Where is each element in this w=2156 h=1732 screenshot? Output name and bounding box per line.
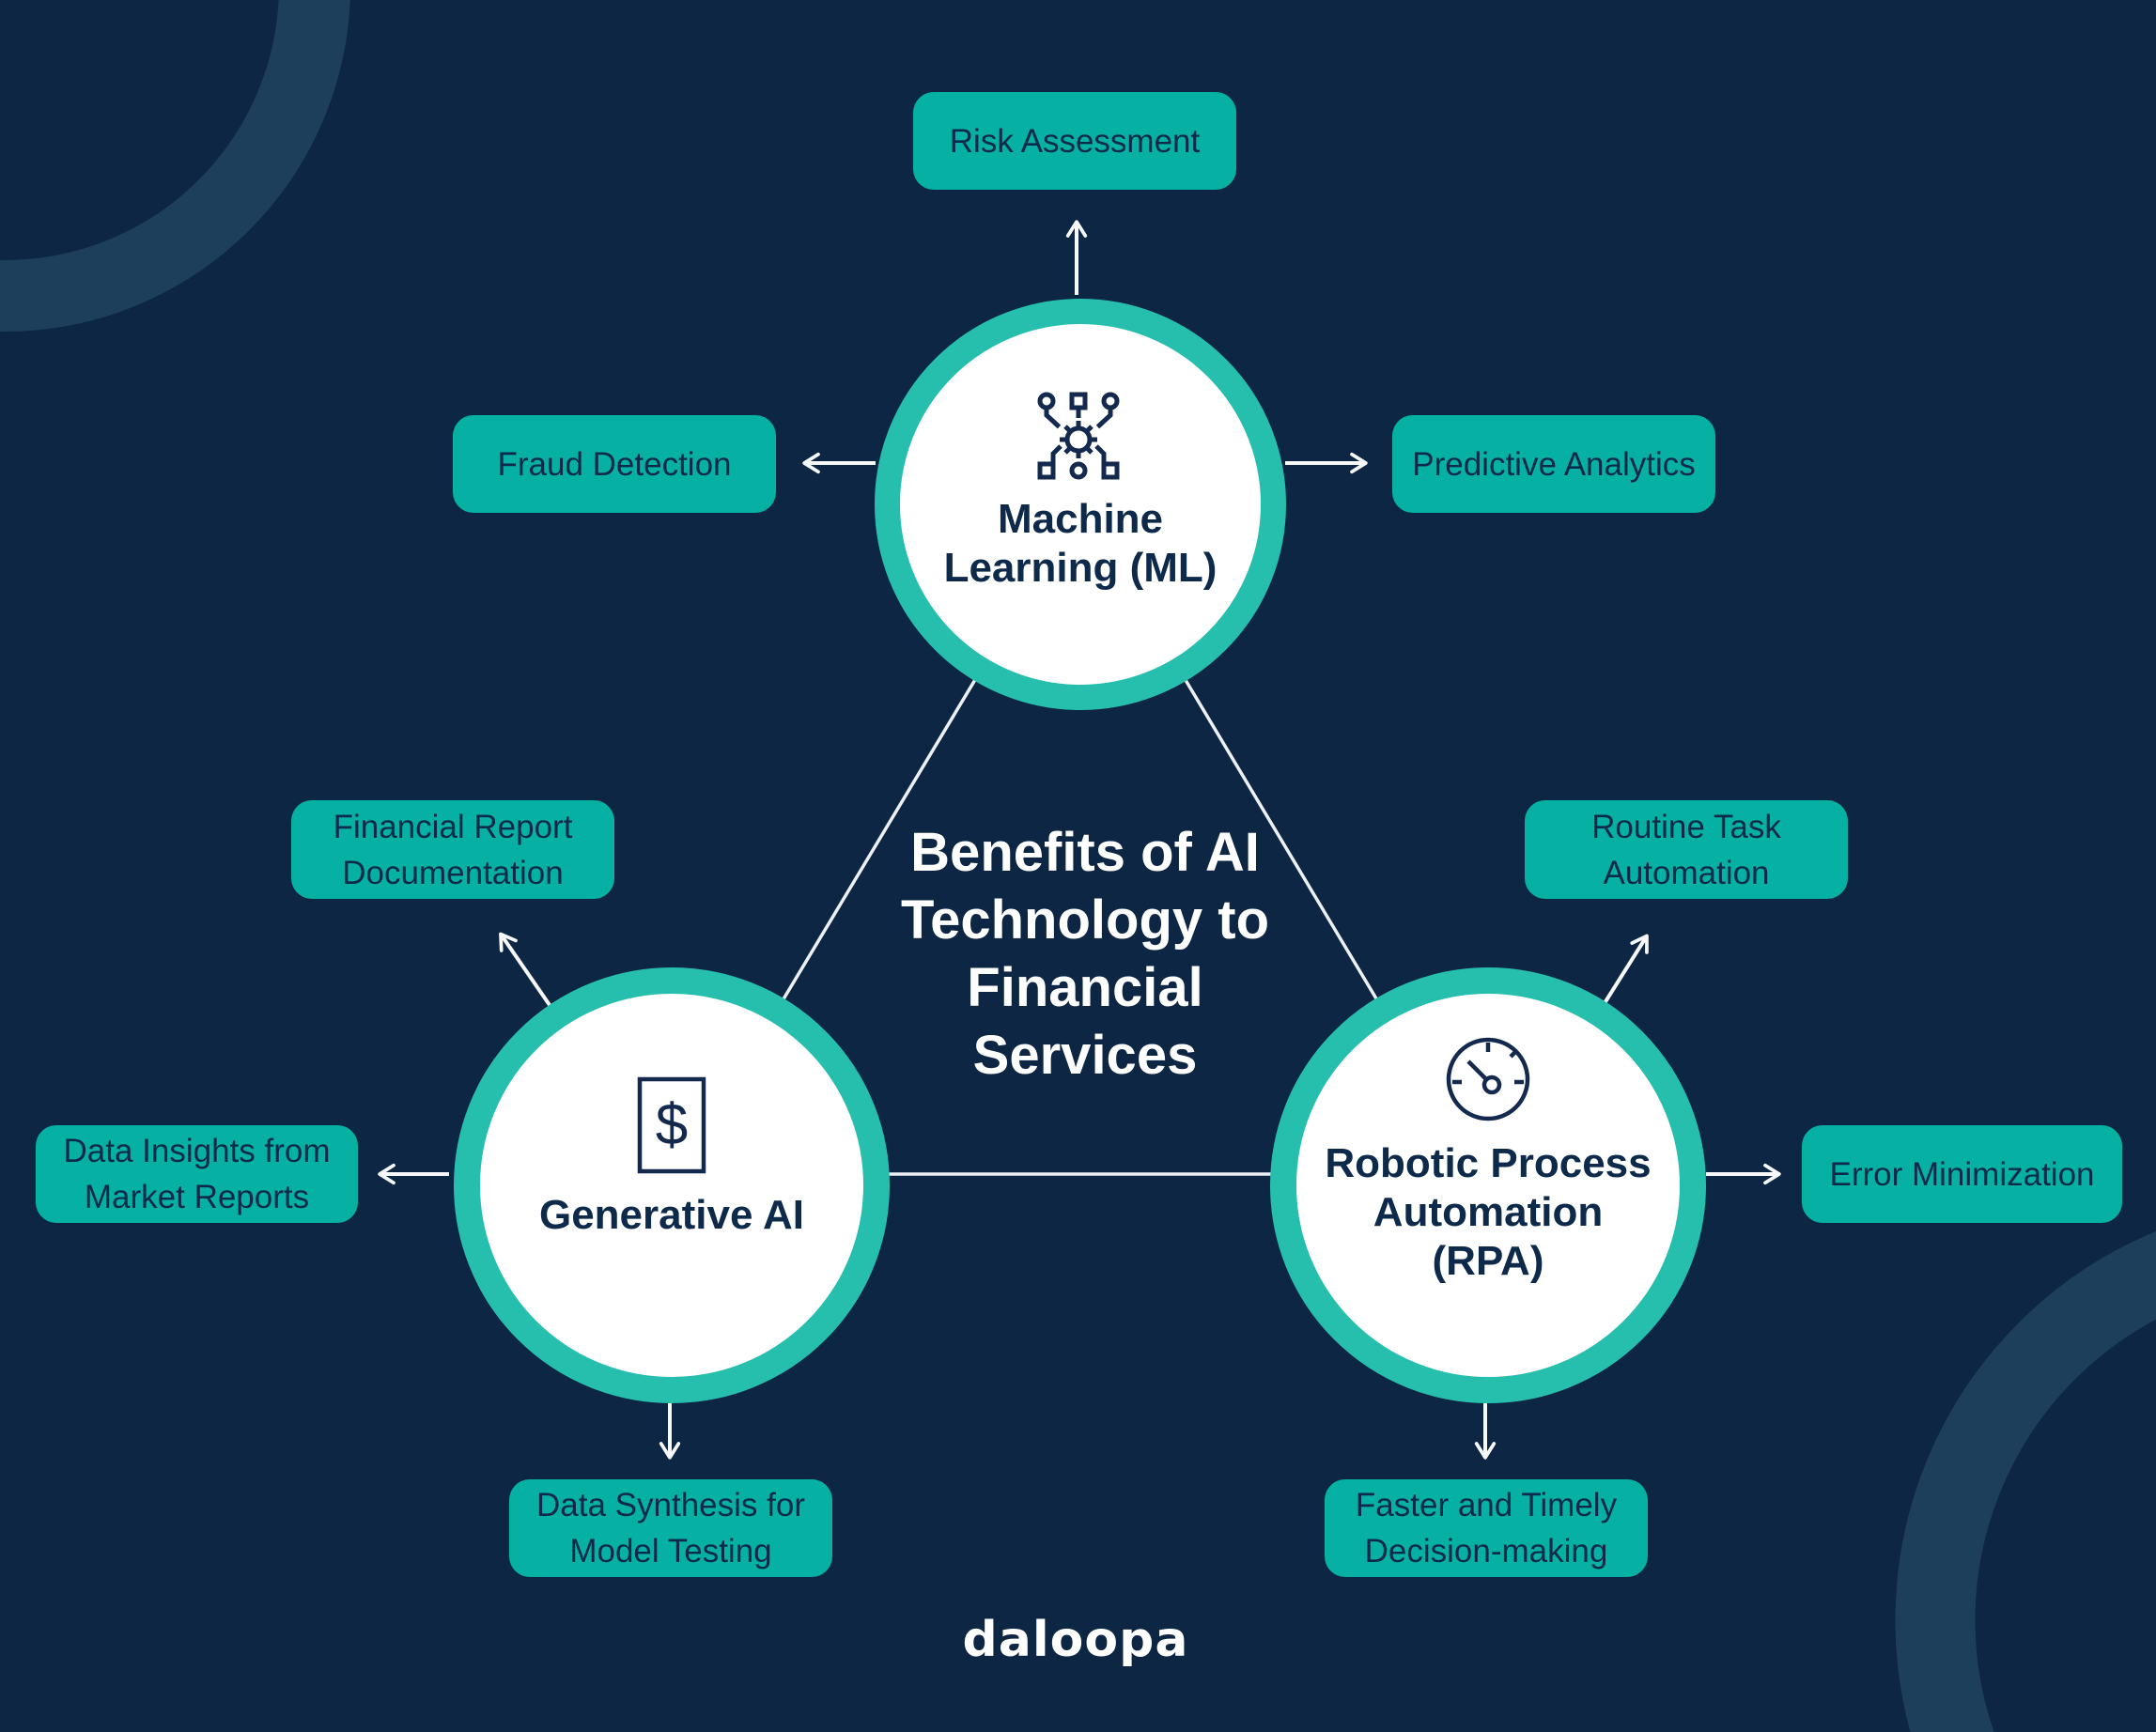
chip-predictive-analytics: Predictive Analytics bbox=[1392, 415, 1715, 513]
dollar-glyph: $ bbox=[656, 1093, 688, 1158]
chip-faster-and-timely-decision-making: Faster and Timely Decision-making bbox=[1325, 1479, 1648, 1577]
arrow-genai-to-financial-report bbox=[499, 932, 551, 1007]
page-title: Benefits of AI Technology to Financial S… bbox=[900, 822, 1269, 1086]
dollar-document-icon: $ bbox=[637, 1076, 706, 1174]
decorative-ring-bottom-right bbox=[1895, 1231, 2156, 1732]
benefit-arrows bbox=[378, 220, 1781, 1460]
chip-risk-assessment: Risk Assessment bbox=[913, 92, 1236, 190]
node-robotic-process-automation: Robotic Process Automation (RPA) bbox=[1270, 967, 1706, 1403]
machine-learning-network-icon bbox=[1037, 392, 1120, 480]
daloopa-logo: daloopa bbox=[962, 1612, 1189, 1668]
node-rpa-label: Robotic Process Automation (RPA) bbox=[1325, 1140, 1652, 1284]
chip-routine-task-automation: Routine Task Automation bbox=[1525, 800, 1848, 899]
decorative-ring-top-left bbox=[0, 0, 350, 332]
node-generative-ai-label: Generative AI bbox=[538, 1192, 805, 1239]
node-machine-learning-label: Machine Learning (ML) bbox=[943, 496, 1218, 591]
chip-fraud-detection: Fraud Detection bbox=[453, 415, 776, 513]
node-generative-ai: $ Generative AI bbox=[454, 967, 890, 1403]
arrow-rpa-to-routine-task bbox=[1603, 934, 1649, 1005]
speedometer-gauge-icon bbox=[1446, 1037, 1530, 1121]
chip-data-insights-from-market-reports: Data Insights from Market Reports bbox=[36, 1125, 358, 1223]
chip-financial-report-documentation: Financial Report Documentation bbox=[291, 800, 614, 899]
chip-error-minimization: Error Minimization bbox=[1802, 1125, 2122, 1223]
node-machine-learning: Machine Learning (ML) bbox=[875, 299, 1286, 710]
chip-data-synthesis-for-model-testing: Data Synthesis for Model Testing bbox=[509, 1479, 832, 1577]
